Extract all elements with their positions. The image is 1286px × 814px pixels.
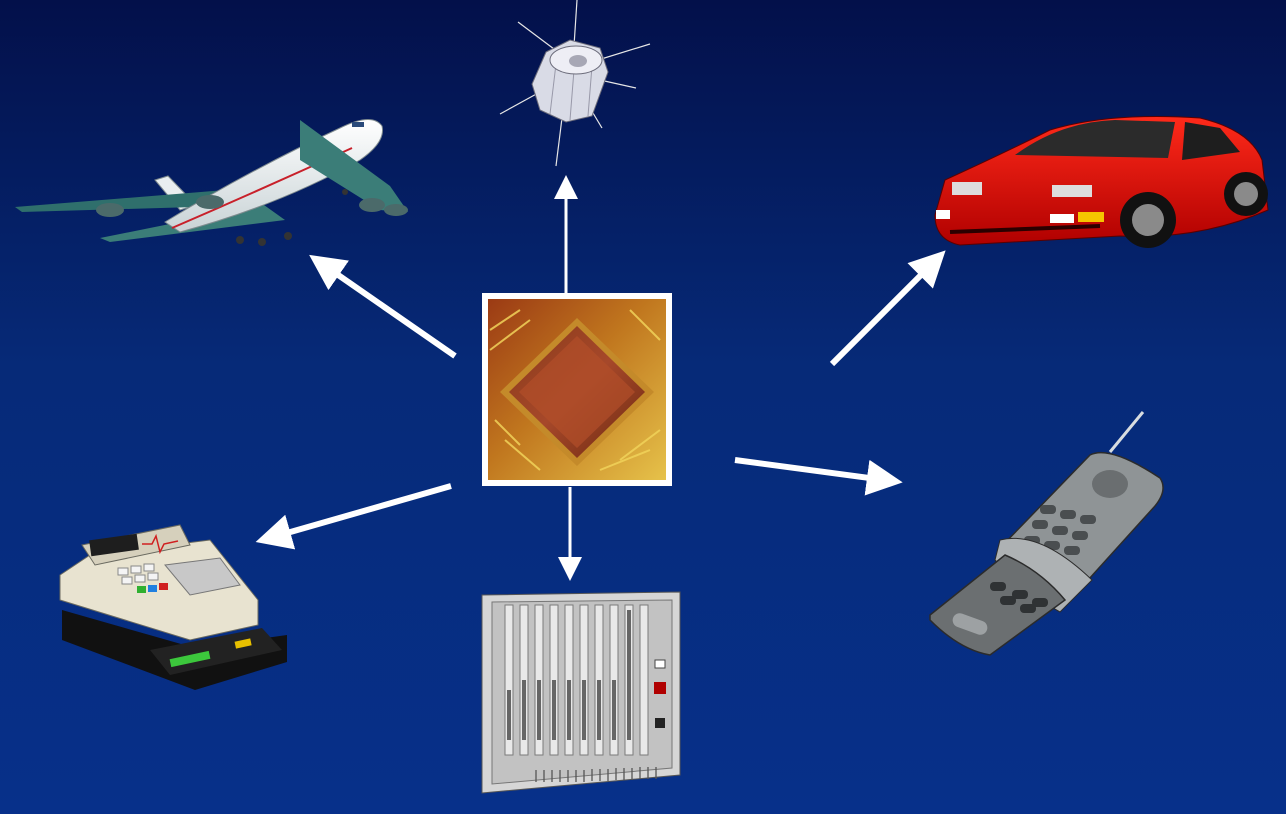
cash-register-icon (59, 524, 287, 690)
airplane-icon (15, 119, 408, 246)
arrow-to-cell-phone (734, 457, 903, 496)
satellite-icon (499, 0, 651, 167)
arrow-to-airplane (309, 254, 457, 359)
arrow-to-cash-register (255, 483, 452, 550)
sports-car-icon (934, 116, 1269, 248)
cell-phone-icon (929, 411, 1164, 656)
telecom-rack-icon (481, 591, 681, 794)
arrow-to-car (829, 250, 946, 367)
microprocessor-chip-icon (482, 293, 672, 486)
